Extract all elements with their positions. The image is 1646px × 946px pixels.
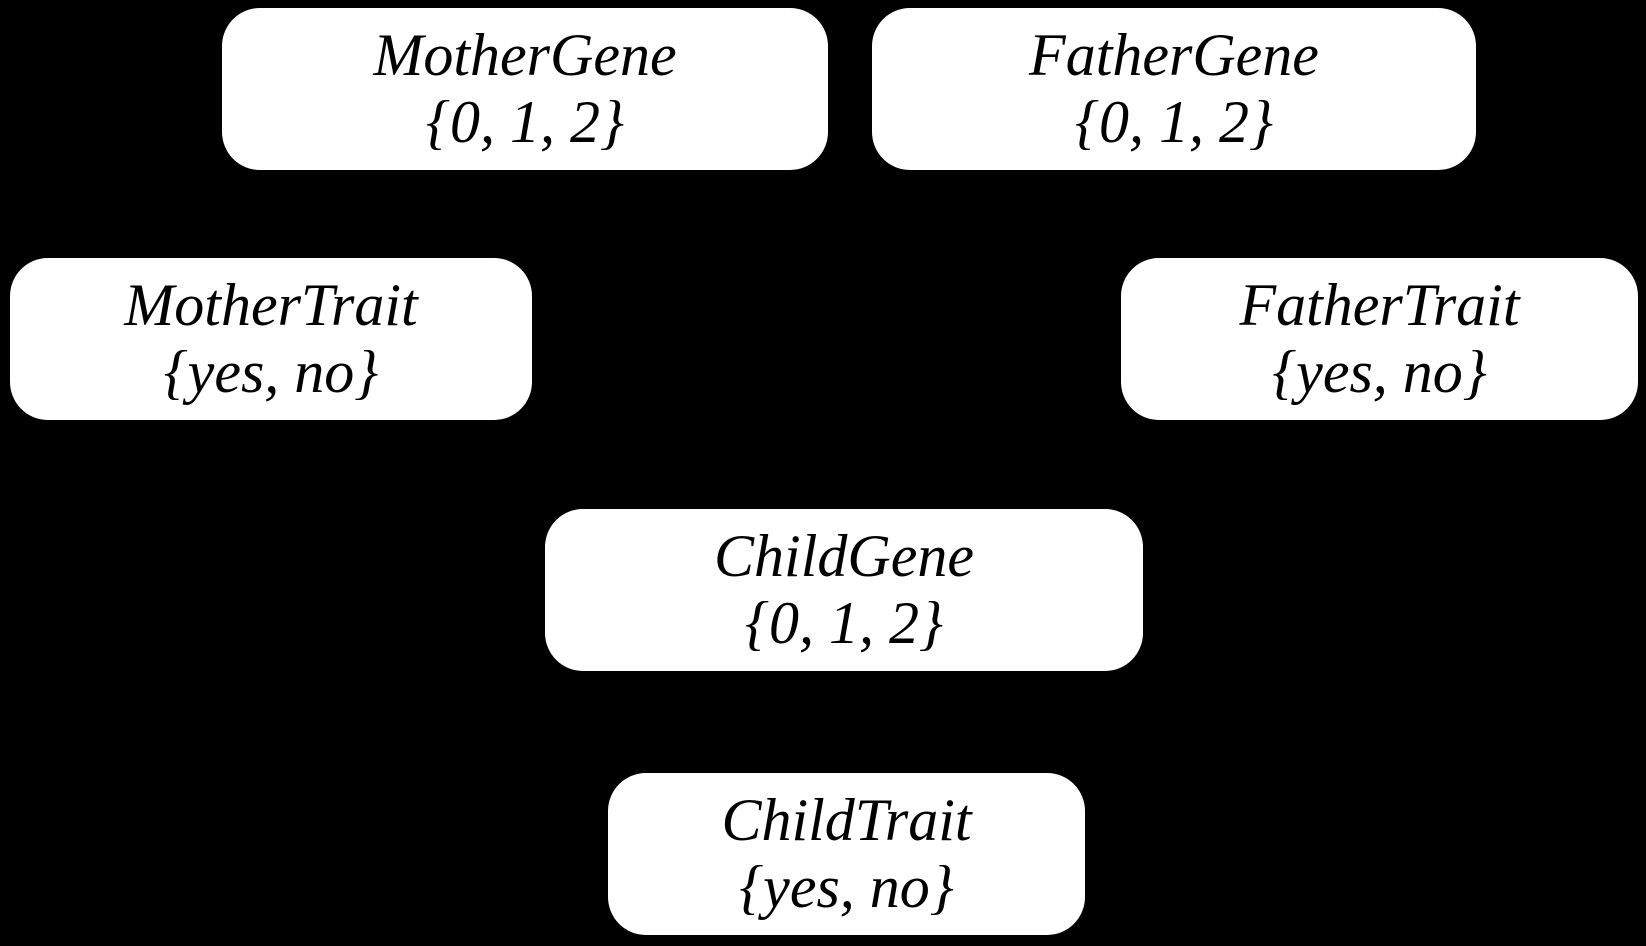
- node-child-trait: ChildTrait {yes, no}: [608, 773, 1085, 935]
- node-domain: {yes, no}: [163, 339, 379, 405]
- node-label: MotherGene: [373, 21, 677, 88]
- node-father-trait: FatherTrait {yes, no}: [1121, 258, 1638, 420]
- node-mother-gene: MotherGene {0, 1, 2}: [222, 8, 828, 170]
- node-label: FatherTrait: [1239, 271, 1520, 338]
- node-label: FatherGene: [1029, 21, 1319, 88]
- node-label: MotherTrait: [124, 271, 418, 338]
- node-father-gene: FatherGene {0, 1, 2}: [872, 8, 1476, 170]
- node-domain: {0, 1, 2}: [745, 590, 943, 656]
- node-domain: {0, 1, 2}: [426, 89, 624, 155]
- node-domain: {yes, no}: [739, 854, 954, 920]
- node-label: ChildGene: [714, 522, 974, 589]
- node-domain: {yes, no}: [1272, 339, 1487, 405]
- node-child-gene: ChildGene {0, 1, 2}: [545, 509, 1143, 671]
- node-domain: {0, 1, 2}: [1075, 89, 1273, 155]
- node-label: ChildTrait: [721, 786, 972, 853]
- node-mother-trait: MotherTrait {yes, no}: [10, 258, 532, 420]
